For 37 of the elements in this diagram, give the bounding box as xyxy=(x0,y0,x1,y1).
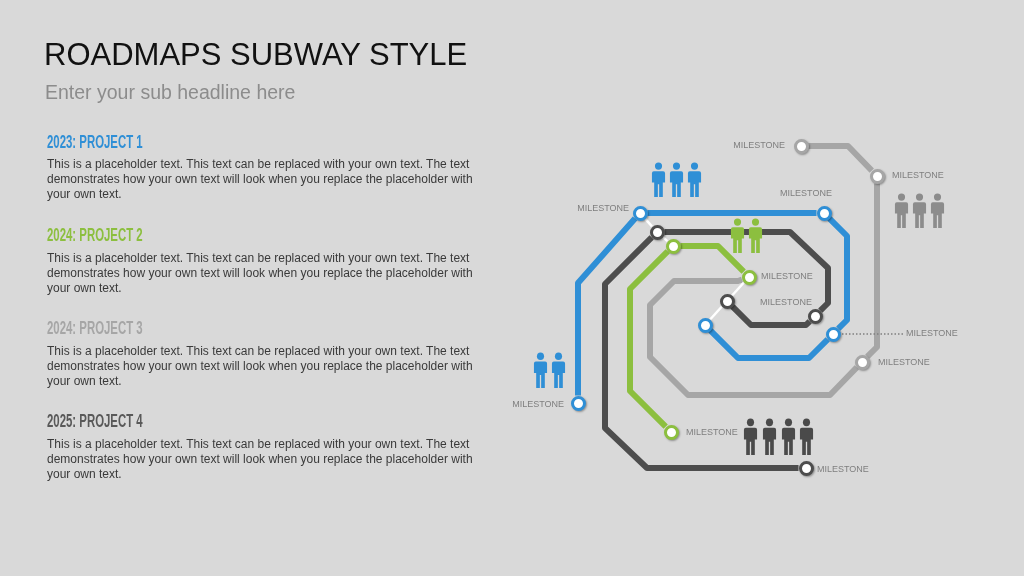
transfer-link xyxy=(709,305,723,321)
subway-line xyxy=(708,328,830,361)
slide-title: ROADMAPS SUBWAY STYLE xyxy=(44,37,468,73)
project-description: This is a placeholder text. This text can be replaced with your own text. The text demonstrates how your own text will look when you replace the placeholder with your own text. xyxy=(47,251,474,296)
milestone-label: MILESTONE xyxy=(733,139,785,151)
milestone-label: MILESTONE xyxy=(686,426,738,438)
subway-line xyxy=(680,243,746,274)
project-heading: 2025: PROJECT 4 xyxy=(47,411,143,431)
subway-line xyxy=(647,210,817,216)
project-heading: 2023: PROJECT 1 xyxy=(47,132,143,152)
project-description: This is a placeholder text. This text can be replaced with your own text. The text demonstrates how your own text will look when you replace the placeholder with your own text. xyxy=(47,157,474,202)
subway-line xyxy=(730,304,812,328)
subway-line xyxy=(627,249,670,429)
station-circle xyxy=(697,317,713,333)
milestone-label: MILESTONE xyxy=(780,187,832,199)
slide-subtitle: Enter your sub headline here xyxy=(45,80,296,104)
project-heading: 2024: PROJECT 2 xyxy=(47,225,143,245)
milestone-label: MILESTONE xyxy=(878,356,930,368)
milestone-label: MILESTONE xyxy=(512,398,564,410)
milestone-label: MILESTONE xyxy=(761,270,813,282)
subway-line xyxy=(602,235,799,471)
leader-line xyxy=(839,333,904,335)
milestone-label: MILESTONE xyxy=(817,463,869,475)
station-circle xyxy=(719,293,735,309)
subway-line xyxy=(647,276,859,398)
milestone-label: MILESTONE xyxy=(760,296,812,308)
milestone-label: MILESTONE xyxy=(577,202,629,214)
subway-line xyxy=(664,229,831,313)
milestone-label: MILESTONE xyxy=(892,169,944,181)
milestone-label: MILESTONE xyxy=(906,327,958,339)
project-description: This is a placeholder text. This text can be replaced with your own text. The text demonstrates how your own text will look when you replace the placeholder with your own text. xyxy=(47,344,474,389)
subway-line xyxy=(808,143,874,173)
subway-line xyxy=(575,216,638,396)
subway-line xyxy=(865,183,880,359)
transfer-link xyxy=(731,281,745,297)
project-description: This is a placeholder text. This text can be replaced with your own text. The text demonstrates how your own text will look when you replace the placeholder with your own text. xyxy=(47,437,474,482)
subway-line xyxy=(827,216,850,331)
